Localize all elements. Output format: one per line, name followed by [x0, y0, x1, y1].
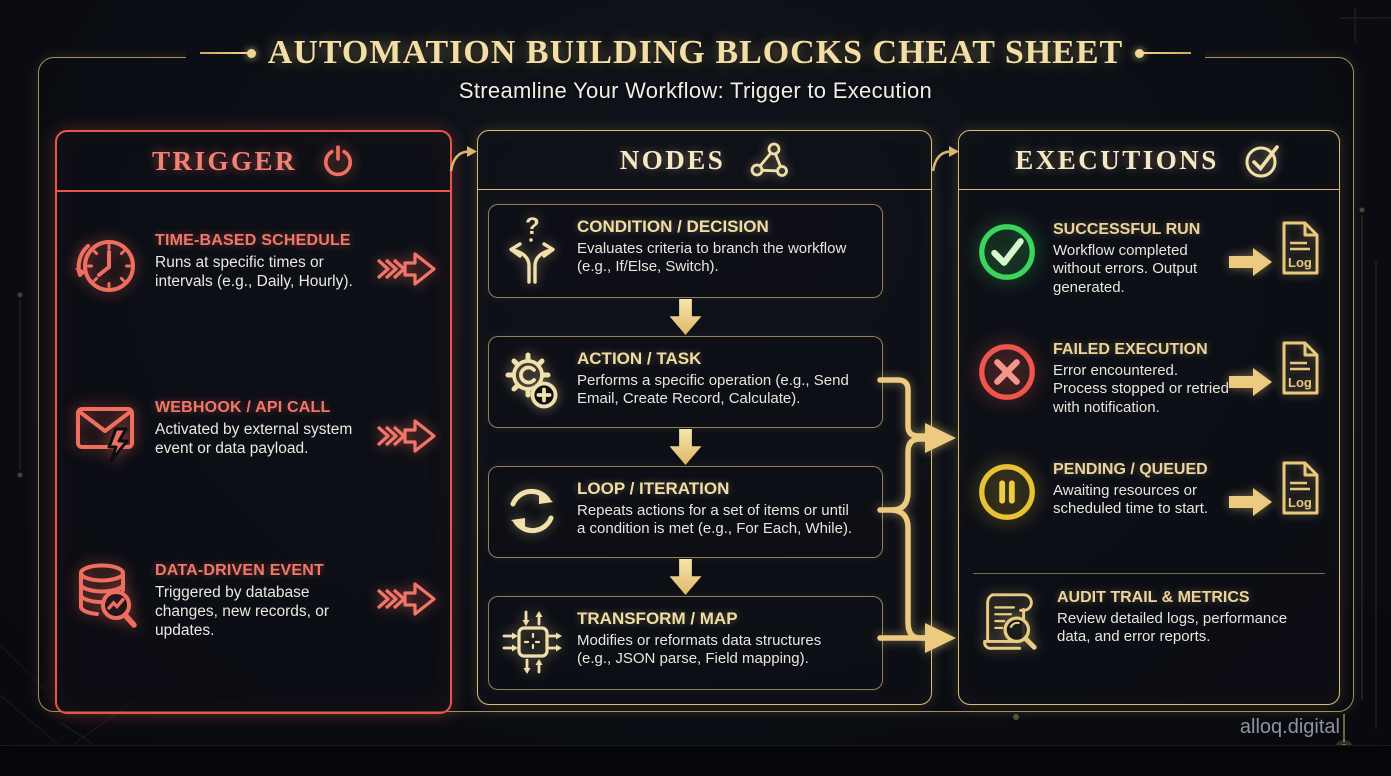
bottom-band [0, 745, 1391, 776]
svg-text:Log: Log [1288, 375, 1312, 390]
log-document-icon: Log [1277, 340, 1323, 396]
trigger-item-description: Runs at specific times or intervals (e.g… [155, 254, 353, 291]
trigger-item-text: DATA-DRIVEN EVENT Triggered by database … [155, 560, 363, 641]
node-block-text: LOOP / ITERATION Repeats actions for a s… [577, 478, 859, 539]
executions-panel-title: EXECUTIONS [1015, 144, 1219, 175]
node-block-title: CONDITION / DECISION [577, 217, 769, 236]
execution-item-description: Awaiting resources or scheduled time to … [1053, 482, 1209, 518]
node-block-action: ACTION / TASK Performs a specific operat… [488, 336, 883, 428]
loop-arrows-icon [501, 478, 563, 544]
execution-item-text: AUDIT TRAIL & METRICS Review detailed lo… [1057, 588, 1293, 647]
node-block-text: TRANSFORM / MAP Modifies or reformats da… [577, 608, 859, 669]
trigger-item-description: Activated by external system event or da… [155, 421, 353, 458]
transform-chip-icon [501, 608, 563, 678]
execution-item-audit: AUDIT TRAIL & METRICS Review detailed lo… [975, 588, 1329, 658]
trigger-to-nodes-arrow-icon [449, 146, 477, 172]
node-block-title: TRANSFORM / MAP [577, 609, 738, 628]
title-right-dot-icon [1135, 48, 1145, 58]
to-log-arrow-icon [1229, 366, 1273, 398]
node-block-description: Evaluates criteria to branch the workflo… [577, 240, 847, 276]
branch-decision-icon: ? [501, 216, 563, 286]
database-search-icon [71, 560, 141, 634]
trigger-item-title: WEBHOOK / API CALL [155, 399, 331, 416]
node-block-title: ACTION / TASK [577, 349, 702, 368]
power-icon [321, 144, 355, 178]
check-circle-icon [1243, 141, 1283, 179]
nodes-panel: NODES ? [477, 130, 932, 705]
nodes-panel-body: ? CONDITION / DECISION Evaluates criteri… [478, 190, 931, 690]
network-nodes-icon [749, 142, 789, 178]
node-block-title: LOOP / ITERATION [577, 479, 730, 498]
trigger-item-title: TIME-BASED SCHEDULE [155, 232, 351, 249]
pause-circle-icon [975, 460, 1039, 524]
node-block-loop: LOOP / ITERATION Repeats actions for a s… [488, 466, 883, 558]
svg-text:Log: Log [1288, 495, 1312, 510]
execution-item-description: Review detailed logs, performance data, … [1057, 610, 1288, 646]
execution-item-title: FAILED EXECUTION [1053, 341, 1208, 358]
envelope-bolt-icon [71, 397, 141, 467]
node-block-text: CONDITION / DECISION Evaluates criteria … [577, 216, 859, 277]
execution-item-description: Workflow completed without errors. Outpu… [1053, 242, 1198, 296]
nodes-to-executions-merge-connectors [877, 377, 956, 653]
audit-scroll-icon [975, 588, 1043, 658]
to-log-arrow-icon [1229, 486, 1273, 518]
executions-panel: EXECUTIONS SUCCESSFUL RUN Workflo [958, 130, 1340, 705]
header: AUTOMATION BUILDING BLOCKS CHEAT SHEET S… [0, 34, 1391, 104]
nodes-to-executions-arrow-icon [931, 146, 959, 172]
watermark: alloq.digital [1239, 716, 1340, 738]
svg-text:?: ? [525, 216, 540, 240]
node-block-text: ACTION / TASK Performs a specific operat… [577, 348, 859, 409]
page-title: AUTOMATION BUILDING BLOCKS CHEAT SHEET [267, 34, 1124, 71]
trigger-panel-title: TRIGGER [151, 145, 298, 176]
trigger-item-data-driven: DATA-DRIVEN EVENT Triggered by database … [71, 560, 438, 641]
title-left-line [199, 48, 256, 58]
executions-divider [973, 573, 1325, 574]
to-log-arrow-icon [1229, 246, 1273, 278]
flow-down-arrow-icon [669, 429, 702, 465]
log-document-icon: Log [1277, 220, 1323, 276]
nodes-panel-header: NODES [478, 131, 931, 190]
success-check-icon [975, 220, 1039, 284]
flow-down-arrow-icon [669, 559, 702, 595]
node-block-transform: TRANSFORM / MAP Modifies or reformats da… [488, 596, 883, 690]
node-block-description: Repeats actions for a set of items or un… [577, 502, 853, 538]
trigger-panel: TRIGGER [55, 130, 452, 714]
node-block-description: Performs a specific operation (e.g., Sen… [577, 372, 849, 408]
log-document-icon: Log [1277, 460, 1323, 516]
execution-item-description: Error encountered. Process stopped or re… [1053, 362, 1229, 416]
execution-item-title: SUCCESSFUL RUN [1053, 221, 1201, 238]
execution-item-text: SUCCESSFUL RUN Workflow completed withou… [1053, 220, 1229, 297]
trigger-item-title: DATA-DRIVEN EVENT [155, 562, 325, 579]
node-block-condition: ? CONDITION / DECISION Evaluates criteri… [488, 204, 883, 298]
trigger-item-text: WEBHOOK / API CALL Activated by external… [155, 397, 363, 458]
flow-down-arrow-icon [669, 299, 702, 335]
trigger-item-description: Triggered by database changes, new recor… [155, 584, 330, 640]
nodes-panel-title: NODES [619, 144, 726, 175]
trigger-item-webhook: WEBHOOK / API CALL Activated by external… [71, 397, 438, 467]
failed-x-icon [975, 340, 1039, 404]
page-subtitle: Streamline Your Workflow: Trigger to Exe… [458, 78, 933, 103]
execution-item-failed: FAILED EXECUTION Error encountered. Proc… [975, 340, 1329, 417]
gear-plus-icon [501, 348, 563, 414]
trigger-item-time-based: TIME-BASED SCHEDULE Runs at specific tim… [71, 230, 438, 304]
title-row: AUTOMATION BUILDING BLOCKS CHEAT SHEET [185, 34, 1206, 72]
execution-item-text: FAILED EXECUTION Error encountered. Proc… [1053, 340, 1229, 417]
execution-item-successful: SUCCESSFUL RUN Workflow completed withou… [975, 220, 1329, 297]
execution-item-pending: PENDING / QUEUED Awaiting resources or s… [975, 460, 1329, 524]
triple-chevron-arrow-icon [374, 576, 438, 622]
node-block-description: Modifies or reformats data structures (e… [577, 632, 822, 668]
clock-history-icon [71, 230, 141, 304]
execution-item-title: AUDIT TRAIL & METRICS [1057, 589, 1250, 606]
svg-text:Log: Log [1288, 255, 1312, 270]
trigger-item-text: TIME-BASED SCHEDULE Runs at specific tim… [155, 230, 363, 291]
triple-chevron-arrow-icon [374, 413, 438, 459]
execution-item-title: PENDING / QUEUED [1053, 461, 1208, 478]
executions-panel-header: EXECUTIONS [959, 131, 1339, 190]
title-right-line [1135, 48, 1192, 58]
execution-item-text: PENDING / QUEUED Awaiting resources or s… [1053, 460, 1229, 519]
title-left-dot-icon [246, 48, 256, 58]
trigger-panel-header: TRIGGER [57, 132, 450, 192]
triple-chevron-arrow-icon [374, 246, 438, 292]
